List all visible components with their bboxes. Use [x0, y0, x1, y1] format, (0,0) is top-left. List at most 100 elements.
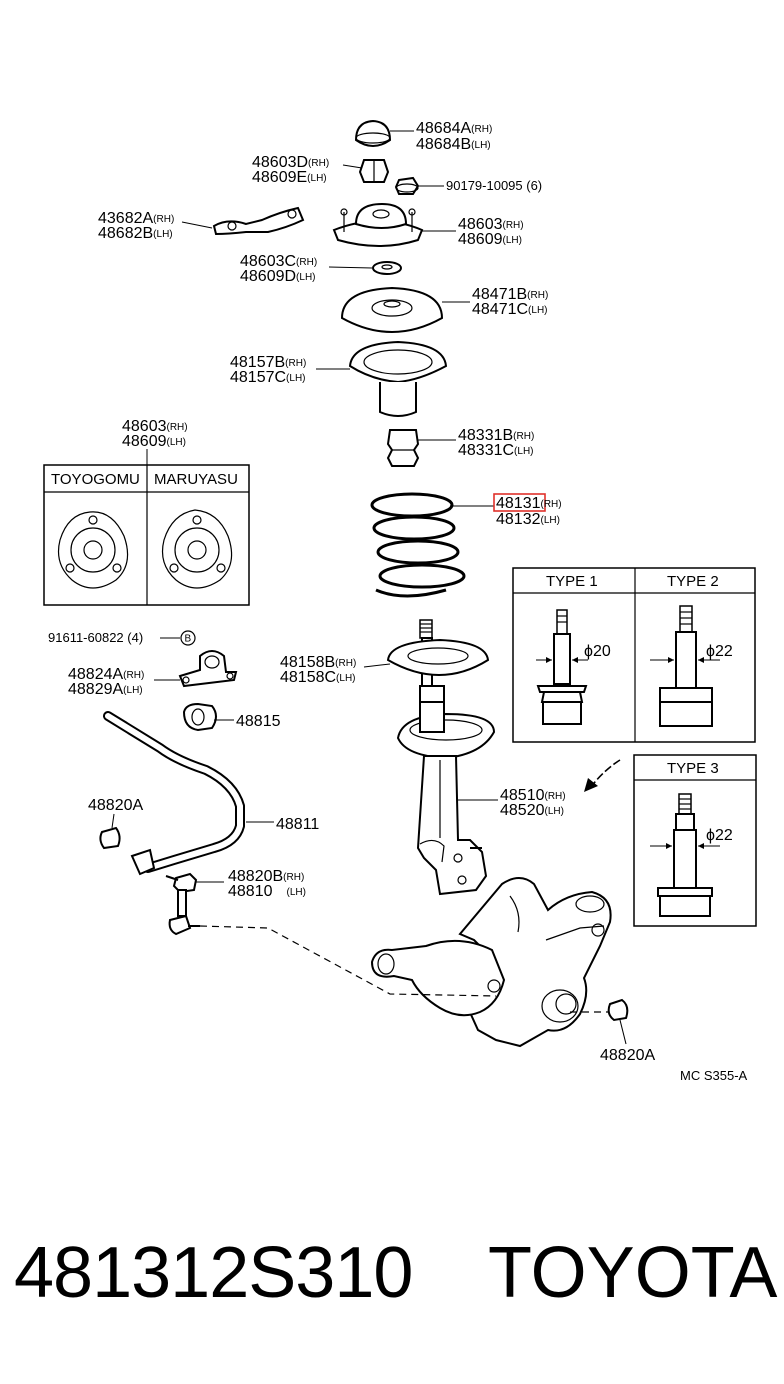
brace-plate-drawing: [212, 206, 305, 236]
highlight-box: [493, 493, 546, 512]
svg-text:48609(LH): 48609(LH): [122, 433, 186, 450]
svg-text:48829A(LH): 48829A(LH): [68, 681, 143, 698]
svg-text:43682A(RH): 43682A(RH): [98, 210, 174, 227]
svg-text:48684B(LH): 48684B(LH): [416, 136, 491, 153]
arrow-icon: [584, 759, 621, 792]
mount-toyogomu-drawing: [57, 511, 129, 589]
type-2-diameter: ϕ22: [706, 643, 733, 660]
lock-nut-drawing: [358, 159, 390, 183]
dust-cap-drawing: [354, 119, 392, 147]
label-48131-side: (RH): [541, 499, 562, 510]
label-48811: 48811: [276, 816, 319, 833]
label-91611: 91611-60822 (4): [48, 630, 143, 645]
label-48471c: 48471C: [472, 301, 528, 318]
label-48331c: 48331C: [458, 442, 514, 459]
type-2-title: TYPE 2: [667, 573, 719, 590]
svg-text:48810(LH): 48810 (LH): [228, 883, 306, 900]
washer-drawing: [372, 261, 402, 275]
label-48157b-side: (RH): [285, 358, 306, 369]
svg-text:48609(LH): 48609(LH): [458, 231, 522, 248]
flange-nut-drawing: [394, 176, 420, 195]
label-48820a-left: 48820A: [88, 797, 143, 814]
stabilizer-bar-drawing: [103, 711, 245, 876]
strut-mount-drawing: [332, 202, 424, 247]
type-1-shock-drawing: [536, 609, 588, 725]
maruyasu-title: MARUYASU: [154, 471, 238, 488]
spring-insulator-drawing: [348, 340, 448, 417]
steering-knuckle-drawing: [458, 877, 612, 1048]
label-48331c-side: (LH): [514, 446, 533, 457]
label-48157c-side: (LH): [286, 373, 305, 384]
label-48158b-side: (RH): [335, 658, 356, 669]
label-48609e-side: (LH): [307, 173, 326, 184]
svg-text:48510(RH): 48510(RH): [500, 787, 566, 804]
shock-absorber-drawing: [386, 619, 496, 896]
label-48609d-side: (LH): [296, 272, 315, 283]
label-48810: 48810: [228, 883, 273, 900]
label-48603-box-side: (RH): [167, 422, 188, 433]
label-48157b: 48157B: [230, 354, 285, 371]
svg-text:48131(RH): 48131(RH): [496, 495, 562, 512]
label-48609-box-side: (LH): [167, 437, 186, 448]
label-48682b: 48682B: [98, 225, 153, 242]
leader-48820a-right: [619, 1019, 627, 1045]
marker-b-icon: [180, 630, 196, 646]
coil-spring-drawing: [370, 492, 466, 598]
marker-b-letter: B: [185, 634, 192, 645]
leader-48682: [181, 221, 213, 229]
label-48132-side: (LH): [541, 515, 560, 526]
stabilizer-bushing-drawing: [182, 702, 217, 732]
label-43682a-side: (RH): [153, 214, 174, 225]
svg-text:48603(RH): 48603(RH): [458, 216, 524, 233]
svg-text:48682B(LH): 48682B(LH): [98, 225, 173, 242]
label-48684a-side: (RH): [471, 124, 492, 135]
label-48471b: 48471B: [472, 286, 527, 303]
type-1-title: TYPE 1: [546, 573, 598, 590]
bump-stopper-drawing: [386, 429, 420, 467]
svg-text:48820B(RH): 48820B(RH): [228, 868, 304, 885]
label-90179: 90179-10095 (6): [446, 178, 542, 193]
label-48609e: 48609E: [252, 169, 307, 186]
label-48471b-side: (RH): [527, 290, 548, 301]
label-48603-side: (RH): [503, 220, 524, 231]
label-48471c-side: (LH): [528, 305, 547, 316]
label-48684b: 48684B: [416, 136, 471, 153]
label-48684a: 48684A: [416, 120, 471, 137]
label-48131[interactable]: 48131: [496, 495, 541, 512]
svg-text:48331B(RH): 48331B(RH): [458, 427, 534, 444]
svg-text:48157C(LH): 48157C(LH): [230, 369, 306, 386]
dashed-connector-lines: [199, 925, 612, 1013]
svg-text:48609D(LH): 48609D(LH): [240, 268, 316, 285]
label-48810-side: (LH): [287, 887, 306, 898]
stabilizer-link-drawing: [165, 872, 200, 936]
svg-text:48331C(LH): 48331C(LH): [458, 442, 534, 459]
label-48609-box: 48609: [122, 433, 167, 450]
label-48603c: 48603C: [240, 253, 296, 270]
leader-48603c: [328, 266, 373, 269]
svg-text:48471C(LH): 48471C(LH): [472, 301, 548, 318]
label-48682b-side: (LH): [153, 229, 172, 240]
stabilizer-bushing-small-drawing: [99, 826, 121, 850]
svg-text:48603(RH): 48603(RH): [122, 418, 188, 435]
label-48609: 48609: [458, 231, 503, 248]
label-48603c-side: (RH): [296, 257, 317, 268]
type-3-diameter: ϕ22: [706, 827, 733, 844]
label-48603d: 48603D: [252, 154, 308, 171]
toyogomu-title: TOYOGOMU: [51, 471, 140, 488]
label-48820a-right: 48820A: [600, 1047, 655, 1064]
label-48829a: 48829A: [68, 681, 123, 698]
leader-48158: [363, 663, 391, 668]
label-48132: 48132: [496, 511, 541, 528]
label-48158b: 48158B: [280, 654, 335, 671]
svg-text:48603D(RH): 48603D(RH): [252, 154, 329, 171]
label-48158c: 48158C: [280, 669, 336, 686]
label-48603d-side: (RH): [308, 158, 329, 169]
label-48520-side: (LH): [545, 806, 564, 817]
diagram-code: MC S355-A: [680, 1068, 748, 1083]
upper-spring-seat-drawing: [340, 286, 444, 333]
type-3-box: [633, 754, 757, 927]
svg-text:48471B(RH): 48471B(RH): [472, 286, 548, 303]
type-3-title: TYPE 3: [667, 760, 719, 777]
leader-48820a-left: [111, 813, 115, 829]
